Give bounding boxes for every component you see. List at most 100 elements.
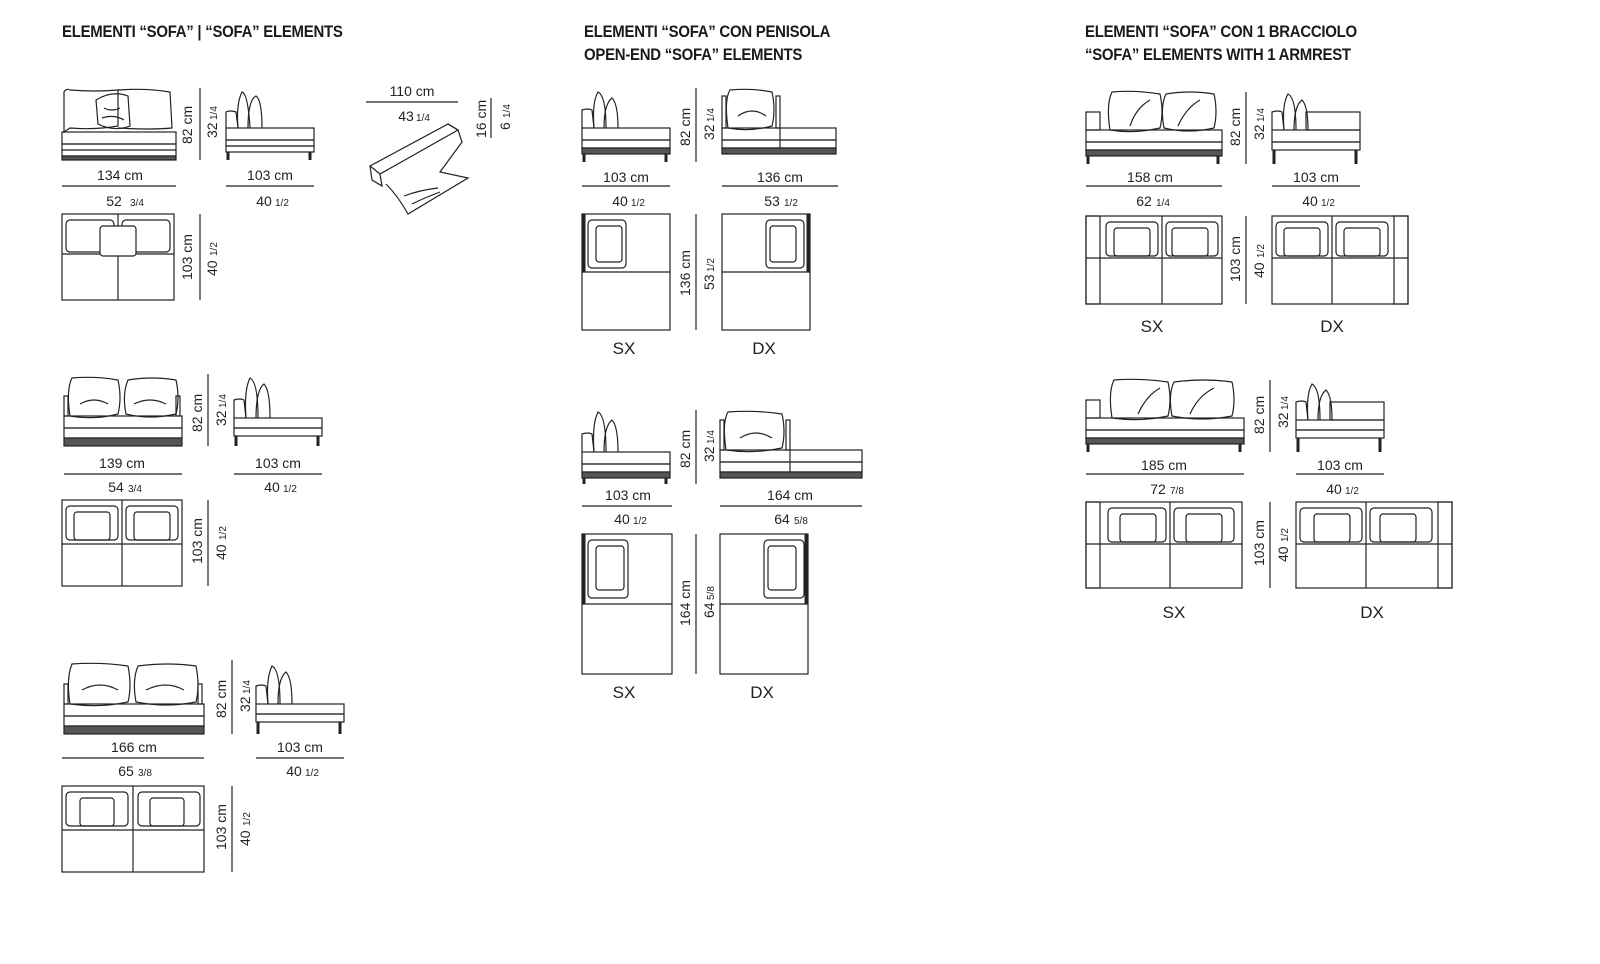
bracciolo-158-height-dim: 82 cm 32 1/4 bbox=[1227, 92, 1267, 164]
sofa-side-view-3 bbox=[255, 665, 345, 734]
sofa-166-plan-view bbox=[61, 785, 205, 873]
dim-depth-cm: 103 cm bbox=[1317, 457, 1363, 473]
dim-width-cm: 166 cm bbox=[111, 739, 157, 755]
dim-width-cm: 164 cm bbox=[767, 487, 813, 503]
label-sx: SX bbox=[613, 339, 636, 358]
sofa-side-view-1 bbox=[225, 91, 315, 160]
dim-depth-in: 40 bbox=[1326, 481, 1342, 497]
label-sx: SX bbox=[613, 683, 636, 702]
dim-width-in: 72 bbox=[1150, 481, 1166, 497]
dim-width-cm: 134 cm bbox=[97, 167, 143, 183]
dim-depth-in: 40 bbox=[1302, 193, 1318, 209]
dim-width-cm: 139 cm bbox=[99, 455, 145, 471]
dim-height-in: 32 bbox=[204, 122, 220, 138]
heading-sofa-elements: ELEMENTI “SOFA” | “SOFA” ELEMENTS bbox=[62, 22, 343, 41]
dim-depth-in-frac: 1/2 bbox=[305, 768, 319, 779]
penisola-2-front-view bbox=[719, 410, 863, 479]
dim-height-in: 32 bbox=[701, 446, 717, 462]
label-sx: SX bbox=[1141, 317, 1164, 336]
dim-height-in-frac: 1/4 bbox=[706, 430, 717, 444]
dim-height-cm: 82 cm bbox=[1251, 396, 1267, 434]
bracciolo-158-plan-dx bbox=[1271, 215, 1409, 305]
dim-cushion-thick-in: 6 bbox=[497, 122, 513, 130]
sofa-139-plan-view bbox=[61, 499, 183, 587]
penisola-1-plan-dx bbox=[721, 213, 811, 331]
heading-bracciolo-en: “SOFA” ELEMENTS WITH 1 ARMREST bbox=[1085, 45, 1351, 64]
dim-width-in-frac: 3/4 bbox=[128, 484, 142, 495]
dim-height-in-frac: 1/4 bbox=[218, 394, 229, 408]
bracciolo-plan-depth-dim-2: 103 cm 40 1/2 bbox=[1251, 502, 1291, 588]
dim-depth-cm: 103 cm bbox=[277, 739, 323, 755]
dim-depth-cm: 103 cm bbox=[1293, 169, 1339, 185]
dim-width-in: 62 bbox=[1136, 193, 1152, 209]
dim-height-cm: 82 cm bbox=[213, 680, 229, 718]
bracciolo-185-front-view bbox=[1085, 378, 1245, 452]
dim-width-cm: 164 cm bbox=[677, 580, 693, 626]
dim-side-width-cm: 103 cm bbox=[605, 487, 651, 503]
dim-height-in: 32 bbox=[237, 696, 253, 712]
side-depth-dim-2: 103 cm 40 1/2 bbox=[234, 455, 322, 495]
dim-depth-cm: 103 cm bbox=[247, 167, 293, 183]
penisola-2-plan-sx bbox=[581, 533, 673, 675]
label-dx: DX bbox=[750, 683, 774, 702]
dim-depth-cm: 103 cm bbox=[1227, 236, 1243, 282]
dim-width-cm: 136 cm bbox=[677, 250, 693, 296]
dim-depth-cm: 103 cm bbox=[179, 234, 195, 280]
dim-width-in: 64 bbox=[774, 511, 790, 527]
dim-depth-in-frac: 1/2 bbox=[1256, 244, 1267, 258]
plan-depth-dim-3: 103 cm 40 1/2 bbox=[213, 786, 253, 872]
heading-penisola-en: OPEN-END “SOFA” ELEMENTS bbox=[584, 45, 803, 64]
sofa-139-front-view bbox=[63, 376, 183, 447]
dim-depth-cm: 103 cm bbox=[213, 804, 229, 850]
dim-width-in-frac: 5/8 bbox=[794, 516, 808, 527]
side-depth-dim-3: 103 cm 40 1/2 bbox=[256, 739, 344, 779]
bracciolo-plan-depth-dim-1: 103 cm 40 1/2 bbox=[1227, 216, 1267, 304]
plan-depth-dim-1: 103 cm 40 1/2 bbox=[179, 214, 220, 300]
sofa-side-view-2 bbox=[233, 377, 323, 446]
dim-width-in: 65 bbox=[118, 763, 134, 779]
dim-height-in: 32 bbox=[1275, 412, 1291, 428]
dim-height-in: 32 bbox=[701, 124, 717, 140]
sofa-134-front-view bbox=[61, 88, 177, 161]
label-dx: DX bbox=[1320, 317, 1344, 336]
dim-width-in-frac: 3/8 bbox=[138, 768, 152, 779]
dim-width-in: 52 bbox=[106, 193, 122, 209]
bracciolo-158-plan-sx bbox=[1085, 215, 1223, 305]
bracciolo-side-view-1 bbox=[1271, 93, 1361, 164]
dim-cushion-width-cm: 110 cm bbox=[390, 83, 435, 99]
sofa-166-width-dim: 166 cm 65 3/8 bbox=[62, 739, 204, 779]
dim-height-in-frac: 1/4 bbox=[706, 108, 717, 122]
dim-side-width-in-frac: 1/2 bbox=[633, 516, 647, 527]
dim-depth-in-frac: 1/2 bbox=[283, 484, 297, 495]
dim-depth-in-frac: 1/2 bbox=[242, 812, 253, 826]
bracciolo-158-width-dims: 158 cm 62 1/4 103 cm 40 1/2 bbox=[1086, 169, 1360, 209]
dim-depth-cm: 103 cm bbox=[1251, 520, 1267, 566]
dim-width-cm: 185 cm bbox=[1141, 457, 1187, 473]
side-depth-dim-1: 103 cm 40 1/2 bbox=[226, 167, 314, 209]
dim-height-cm: 82 cm bbox=[1227, 108, 1243, 146]
dim-height-cm: 82 cm bbox=[677, 430, 693, 468]
dim-cushion-thick-cm: 16 cm bbox=[473, 100, 489, 138]
dim-cushion-width-in: 43 bbox=[398, 108, 414, 124]
heading-bracciolo-it: ELEMENTI “SOFA” CON 1 BRACCIOLO bbox=[1085, 22, 1357, 41]
label-sx: SX bbox=[1163, 603, 1186, 622]
label-dx: DX bbox=[752, 339, 776, 358]
dim-height-in: 32 bbox=[213, 410, 229, 426]
dim-height-in-frac: 1/4 bbox=[209, 106, 220, 120]
penisola-1-widths: 103 cm 40 1/2 136 cm 53 1/2 bbox=[582, 169, 838, 209]
dim-depth-in: 40 bbox=[1275, 546, 1291, 562]
dim-depth-in: 40 bbox=[1251, 262, 1267, 278]
penisola-2-widths: 103 cm 40 1/2 164 cm 64 5/8 bbox=[582, 487, 862, 527]
dim-width-in: 53 bbox=[701, 274, 717, 290]
penisola-2-depth-dim: 164 cm 64 5/8 bbox=[677, 534, 717, 674]
sofa-134-plan-view bbox=[61, 213, 175, 301]
bracciolo-158-front-view bbox=[1085, 90, 1223, 164]
dim-width-in-frac: 1/4 bbox=[1156, 198, 1170, 209]
bracciolo-side-view-2 bbox=[1295, 383, 1385, 452]
dim-side-width-in-frac: 1/2 bbox=[631, 198, 645, 209]
dim-width-in-frac: 1/2 bbox=[706, 258, 717, 272]
dim-height-cm: 82 cm bbox=[179, 106, 195, 144]
dim-side-width-cm: 103 cm bbox=[603, 169, 649, 185]
dim-cushion-thick-in-frac: 1/4 bbox=[502, 104, 513, 118]
bracciolo-185-height-dim: 82 cm 32 1/4 bbox=[1251, 380, 1291, 452]
